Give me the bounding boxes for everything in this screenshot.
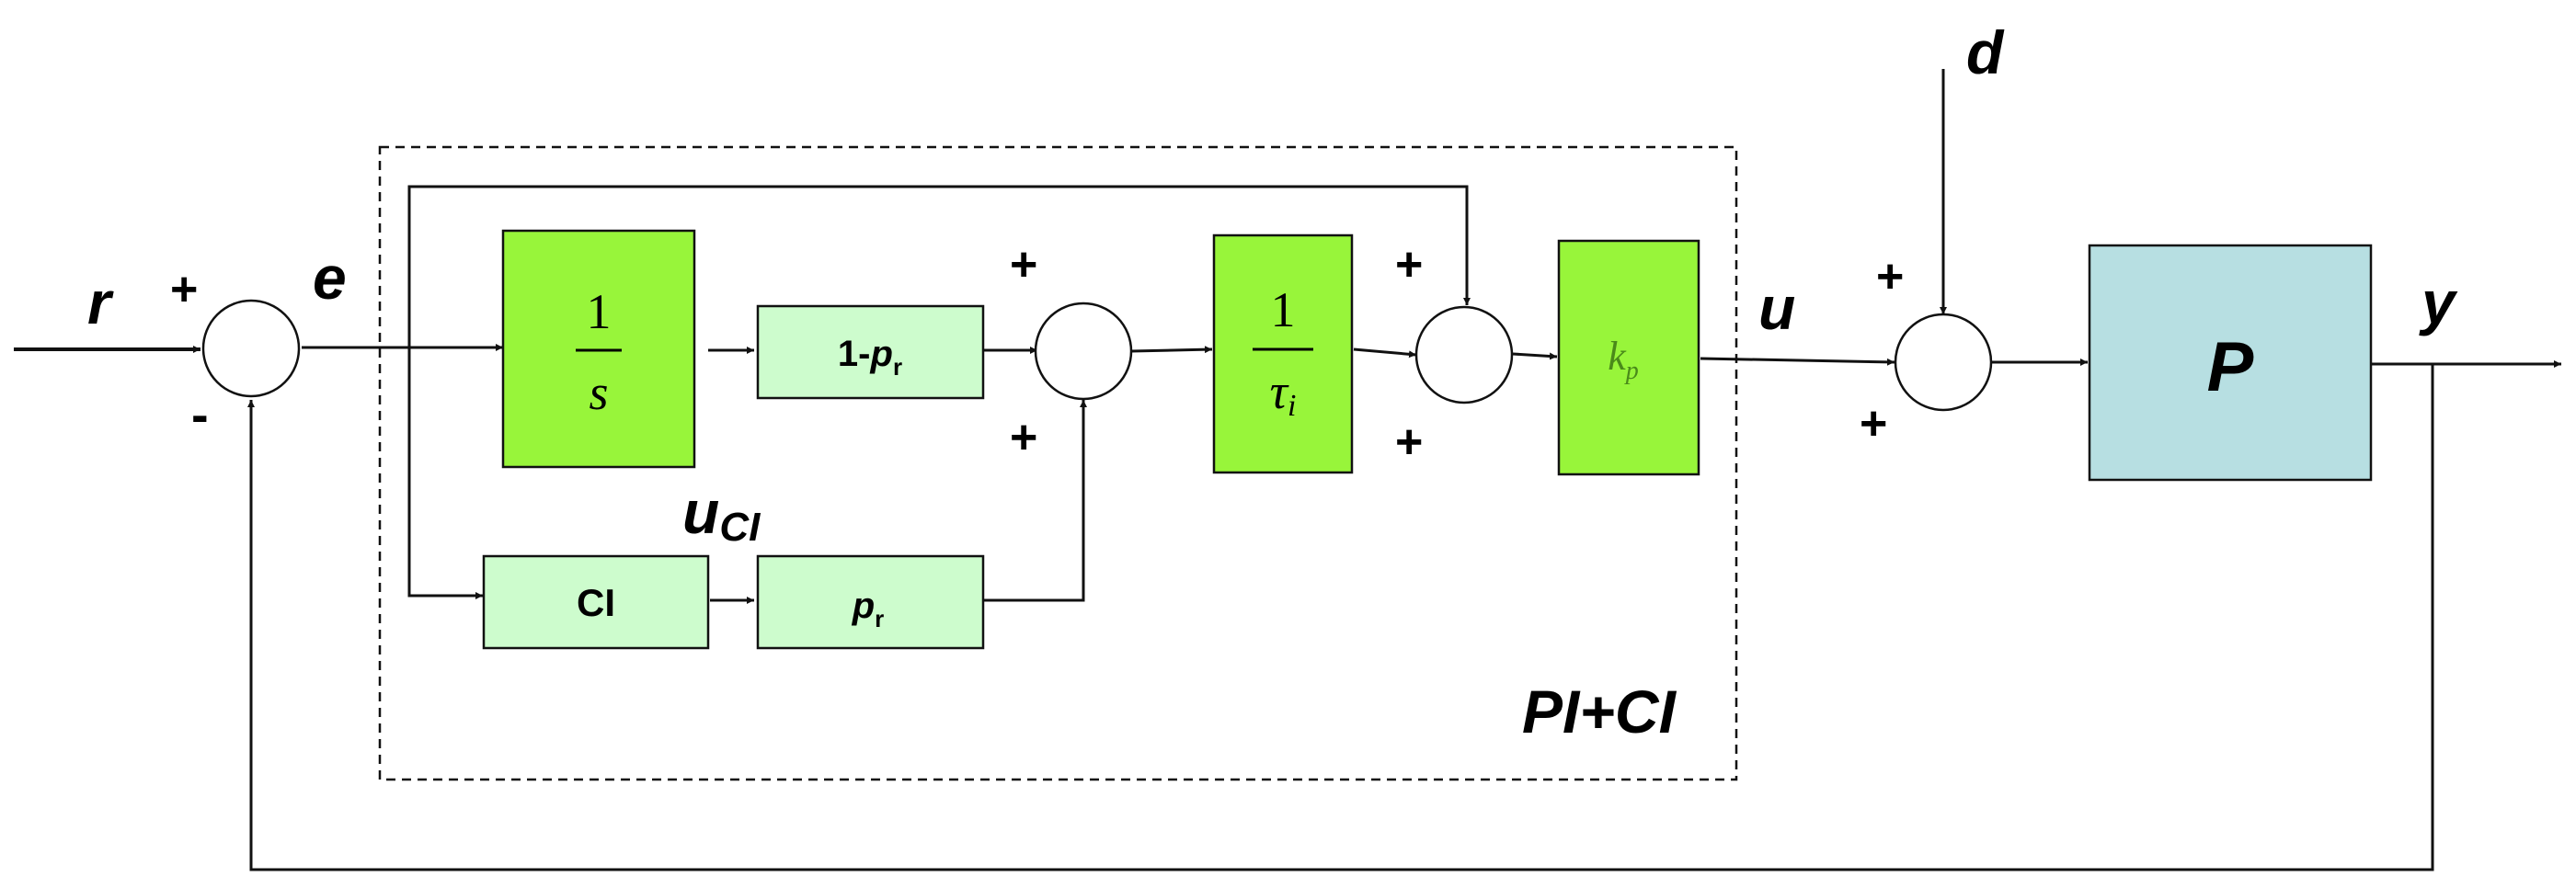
signal-label-d: d [1966, 18, 2005, 86]
svg-text:kp: kp [1608, 334, 1639, 385]
inv-tau-to-sum-line [1353, 347, 1417, 359]
signal-lines [14, 69, 2561, 871]
sign-disturbance-top: + [1876, 250, 1904, 303]
signal-label-r: r [87, 268, 114, 336]
feedback-line [247, 364, 2434, 871]
proportional-feedthrough-line [407, 185, 1471, 347]
sum-to-kp-line [1512, 352, 1558, 360]
signal-label-e: e [313, 244, 347, 312]
svg-text:CI: CI [577, 581, 615, 624]
svg-text:P: P [2207, 328, 2254, 406]
sign-error-plus: + [170, 263, 198, 316]
summing-junction-disturbance [1894, 313, 1993, 412]
ci-block: CI [482, 554, 710, 650]
sign-error-minus: - [191, 385, 209, 443]
svg-text:pr: pr [852, 586, 885, 632]
summing-junction-integral [1034, 302, 1133, 401]
integrator-block: 1 s [501, 229, 696, 469]
sign-integral-bottom: + [1010, 411, 1037, 464]
controller-label: PI+CI [1522, 677, 1677, 746]
pr-block: pr [756, 554, 985, 650]
svg-text:1-pr: 1-pr [838, 334, 902, 381]
pi-ci-controller-boundary [378, 145, 1738, 781]
sign-integral-top: + [1010, 238, 1037, 291]
pr-to-sum-line [983, 400, 1087, 602]
kp-gain-block: kp [1557, 239, 1700, 476]
signal-label-y: y [2419, 268, 2458, 336]
svg-text:1: 1 [587, 284, 612, 339]
signal-label-u: u [1758, 274, 1795, 342]
branch-to-ci-line [407, 347, 483, 599]
one-minus-pr-block: 1-pr [756, 304, 985, 400]
svg-text:1: 1 [1271, 282, 1296, 337]
sign-disturbance-bottom: + [1860, 397, 1887, 450]
sign-proportional-top: + [1395, 238, 1423, 291]
summing-junction-error [201, 299, 301, 398]
svg-text:s: s [589, 365, 608, 420]
summing-junction-proportional [1414, 305, 1514, 404]
plant-block: P [2088, 244, 2373, 482]
signal-label-u-ci: uCI [682, 478, 761, 550]
inverse-tau-block: 1 τi [1212, 233, 1354, 474]
sign-proportional-bottom: + [1395, 416, 1423, 469]
sum-to-inv-tau-line [1130, 346, 1213, 354]
svg-text:τi: τi [1270, 364, 1297, 423]
kp-to-disturbance-sum-line [1700, 357, 1895, 366]
